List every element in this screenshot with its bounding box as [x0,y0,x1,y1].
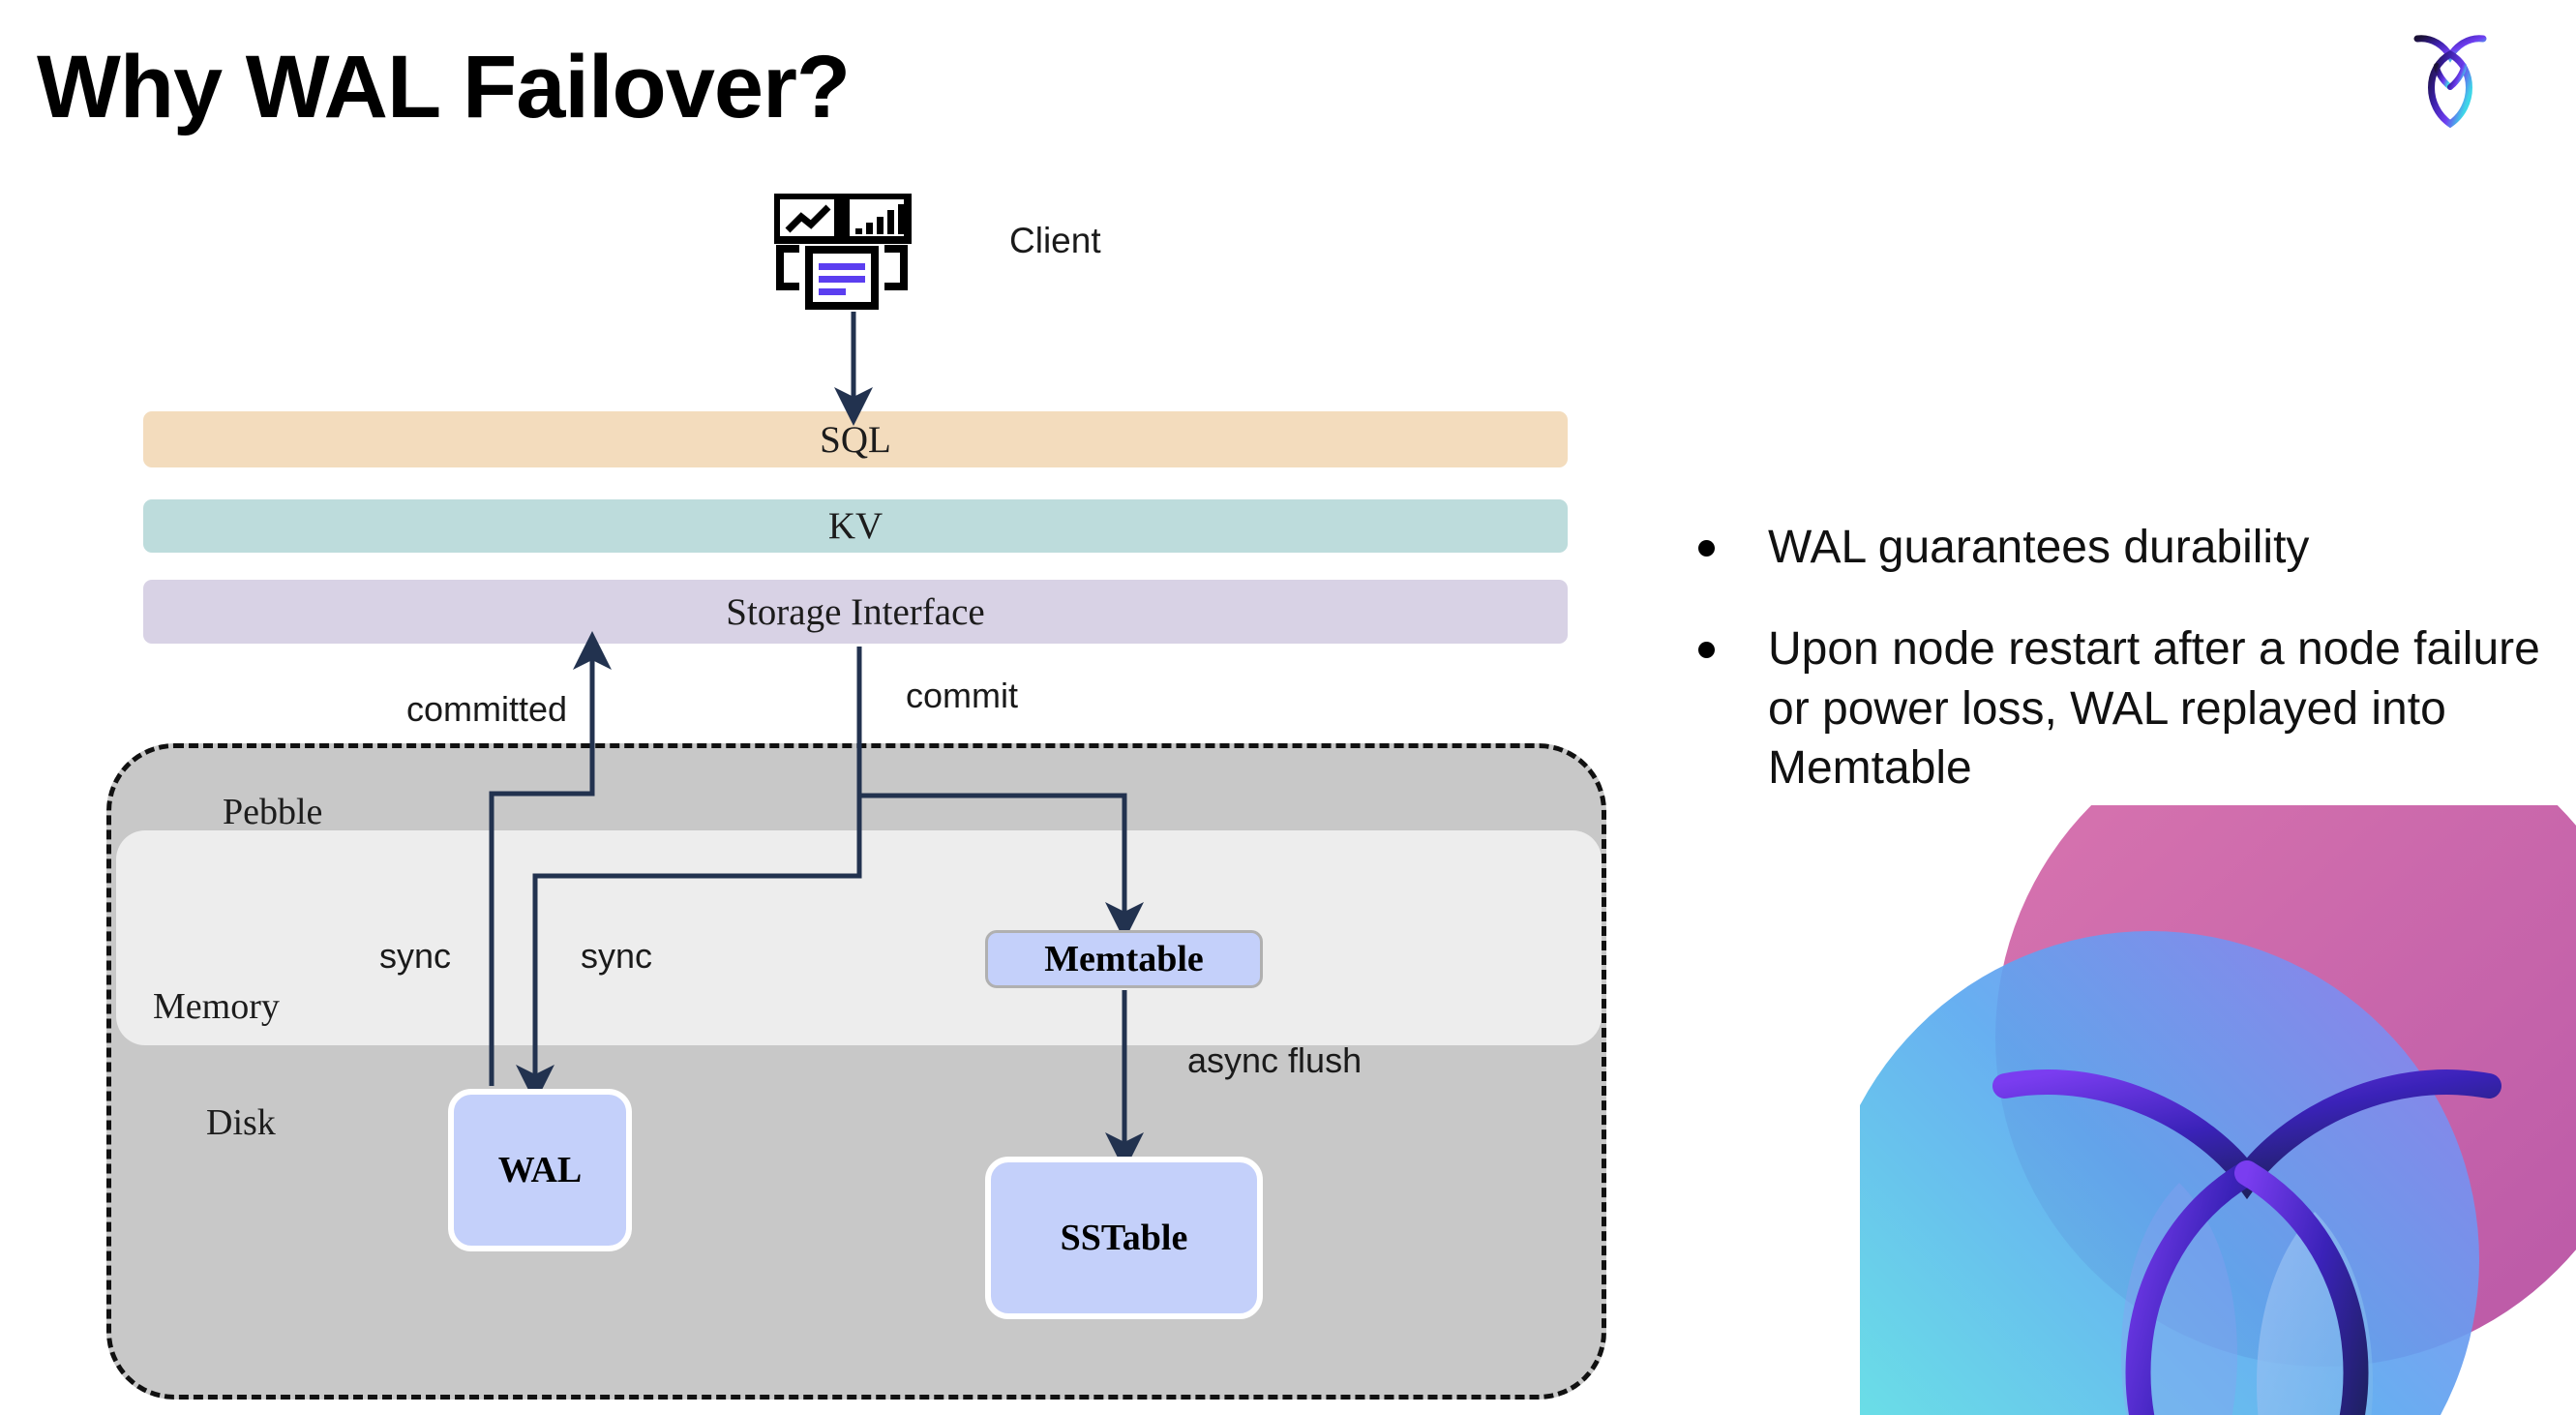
layer-bar-kv: KV [143,499,1568,553]
list-item: Upon node restart after a node failure o… [1698,619,2540,798]
layer-bar-storage-interface: Storage Interface [143,580,1568,644]
layer-label-storage-interface: Storage Interface [726,590,985,633]
node-wal: WAL [448,1089,632,1251]
edge-label-sync-right: sync [581,936,653,976]
memory-label: Memory [153,986,280,1027]
edge-label-sync-left: sync [379,936,452,976]
edge-label-committed: committed [406,689,568,729]
edge-label-commit: commit [906,676,1018,715]
layer-label-kv: KV [827,505,884,547]
bullet-list: WAL guarantees durability Upon node rest… [1698,518,2540,841]
cockroachdb-logo-icon [2413,35,2487,129]
layer-label-sql: SQL [820,418,891,461]
node-label-memtable: Memtable [1044,939,1204,979]
node-memtable: Memtable [985,930,1263,988]
client-label: Client [1009,221,1101,260]
node-sstable: SSTable [985,1157,1263,1319]
list-item: WAL guarantees durability [1698,518,2540,577]
disk-label: Disk [206,1102,276,1143]
bullet-text: WAL guarantees durability [1768,522,2310,573]
bullet-text: Upon node restart after a node failure o… [1768,623,2540,795]
client-workstation-icon [774,194,912,310]
page-title: Why WAL Failover? [37,38,851,136]
cockroachdb-gradient-watermark-icon [1860,805,2576,1415]
bullet-dot-icon [1698,642,1715,659]
bullet-dot-icon [1698,540,1715,557]
pebble-label: Pebble [223,792,323,832]
layer-bar-sql: SQL [143,411,1568,467]
memory-region [116,830,1602,1045]
node-label-sstable: SSTable [1060,1218,1188,1258]
node-label-wal: WAL [497,1150,583,1190]
edge-label-async-flush: async flush [1187,1040,1363,1080]
